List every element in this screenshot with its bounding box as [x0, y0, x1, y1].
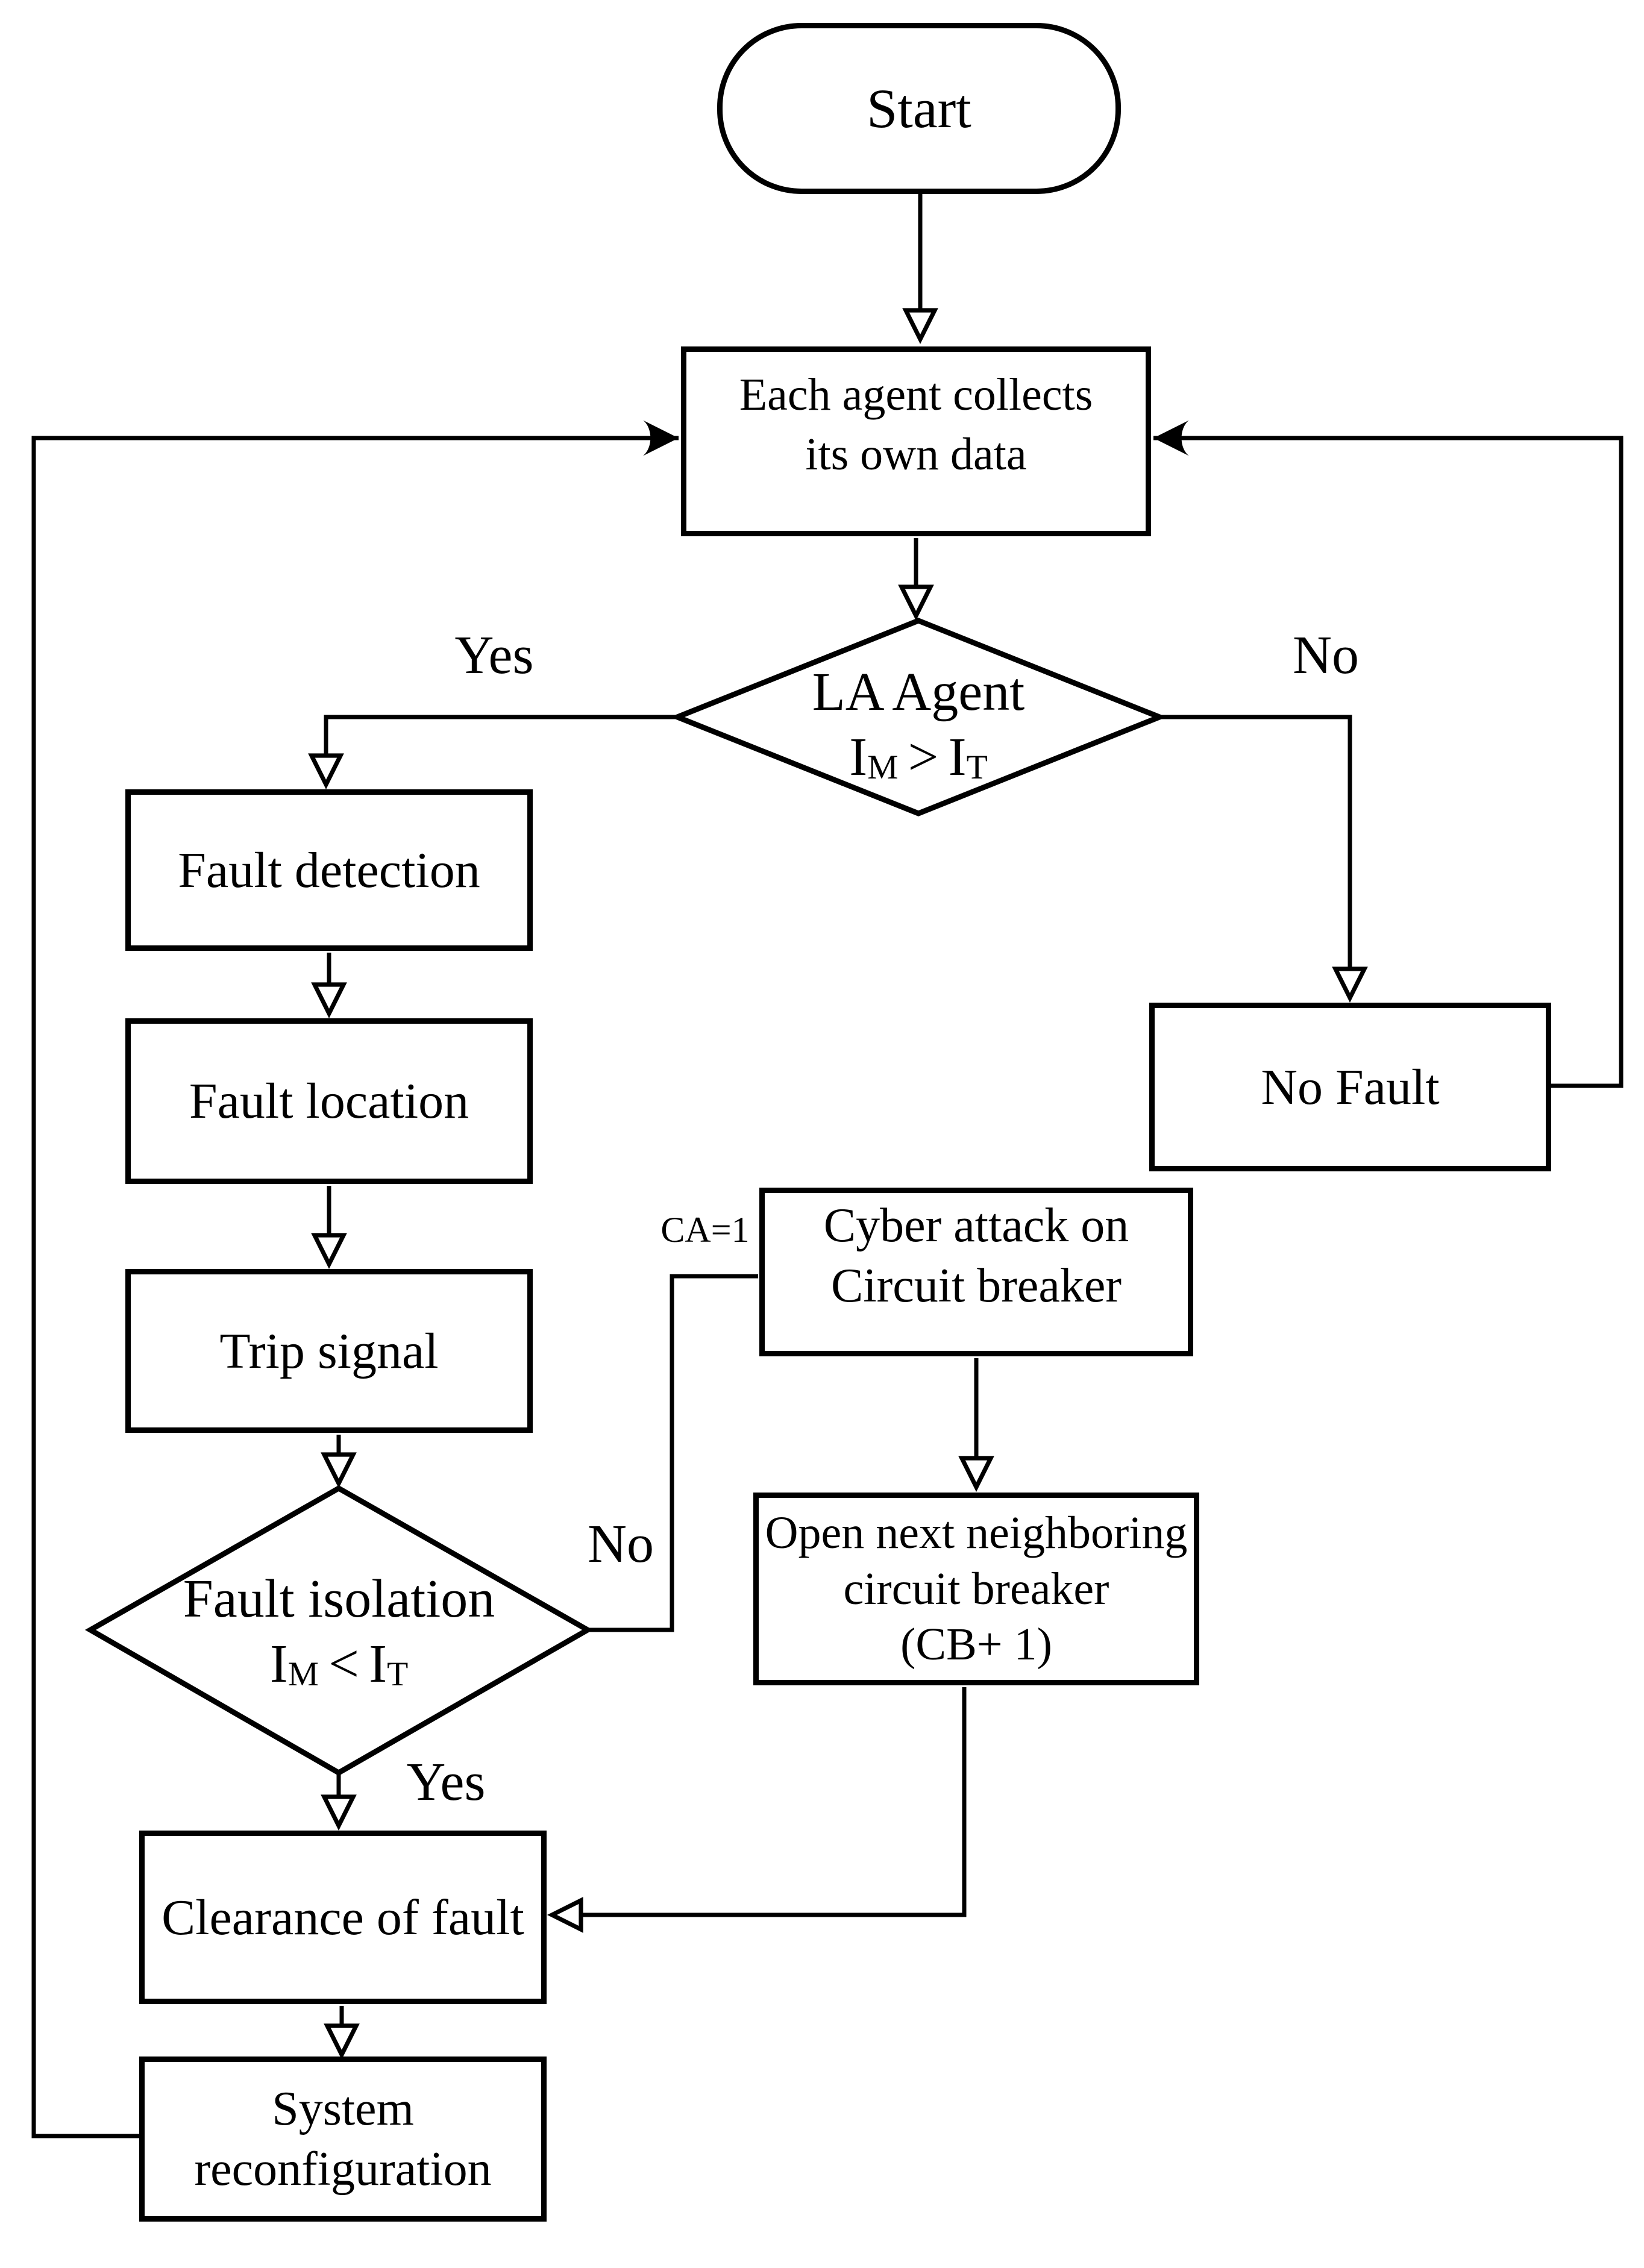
node-cyber-attack-line2: Circuit breaker — [831, 1259, 1122, 1312]
decision-la-agent-diamond — [670, 618, 1167, 816]
node-system-reconfiguration-line2: reconfiguration — [194, 2143, 492, 2196]
node-cyber-attack: Cyber attack on Circuit breaker — [759, 1188, 1193, 1356]
node-collect-data: Each agent collects its own data — [681, 346, 1151, 536]
node-system-reconfiguration: System reconfiguration — [139, 2057, 547, 2222]
edge-label-la-no: No — [1293, 625, 1359, 685]
node-start-label: Start — [867, 77, 971, 139]
node-fault-location-label: Fault location — [189, 1073, 469, 1129]
node-start: Start — [717, 23, 1121, 194]
connector-reconfiguration-loop-to-collect — [31, 420, 679, 2138]
connector-open-breaker-to-clearance — [547, 1687, 967, 1933]
node-open-breaker-line2: circuit breaker — [843, 1563, 1109, 1614]
connector-la-yes-to-fault-detection — [308, 715, 677, 790]
node-clearance: Clearance of fault — [139, 1831, 547, 2004]
node-system-reconfiguration-line1: System — [272, 2082, 414, 2135]
connector-no-fault-return-to-collect — [1153, 420, 1624, 1088]
connector-isolation-no-to-cyber-attack — [588, 1274, 758, 1632]
node-fault-detection: Fault detection — [125, 789, 533, 951]
node-fault-location: Fault location — [125, 1018, 533, 1184]
node-open-breaker-line1: Open next neighboring — [765, 1507, 1188, 1558]
node-no-fault: No Fault — [1149, 1003, 1551, 1171]
node-open-breaker: Open next neighboring circuit breaker (C… — [753, 1493, 1199, 1685]
edge-label-isolation-no: No — [588, 1514, 654, 1574]
node-collect-data-line1: Each agent collects — [739, 369, 1093, 421]
node-collect-data-line2: its own data — [805, 429, 1027, 480]
node-open-breaker-line3: (CB+ 1) — [900, 1619, 1052, 1670]
node-no-fault-label: No Fault — [1261, 1059, 1440, 1115]
edge-label-cyber-condition: CA=1 — [660, 1210, 750, 1250]
connector-la-no-to-no-fault — [1159, 715, 1368, 1003]
decision-fault-isolation-diamond — [84, 1485, 594, 1776]
edge-label-la-yes: Yes — [454, 625, 534, 685]
node-cyber-attack-line1: Cyber attack on — [823, 1198, 1129, 1252]
node-trip-signal: Trip signal — [125, 1269, 533, 1433]
node-clearance-label: Clearance of fault — [162, 1889, 524, 1946]
edge-label-isolation-yes: Yes — [406, 1752, 486, 1812]
node-fault-detection-label: Fault detection — [178, 842, 480, 898]
node-trip-signal-label: Trip signal — [219, 1323, 439, 1379]
